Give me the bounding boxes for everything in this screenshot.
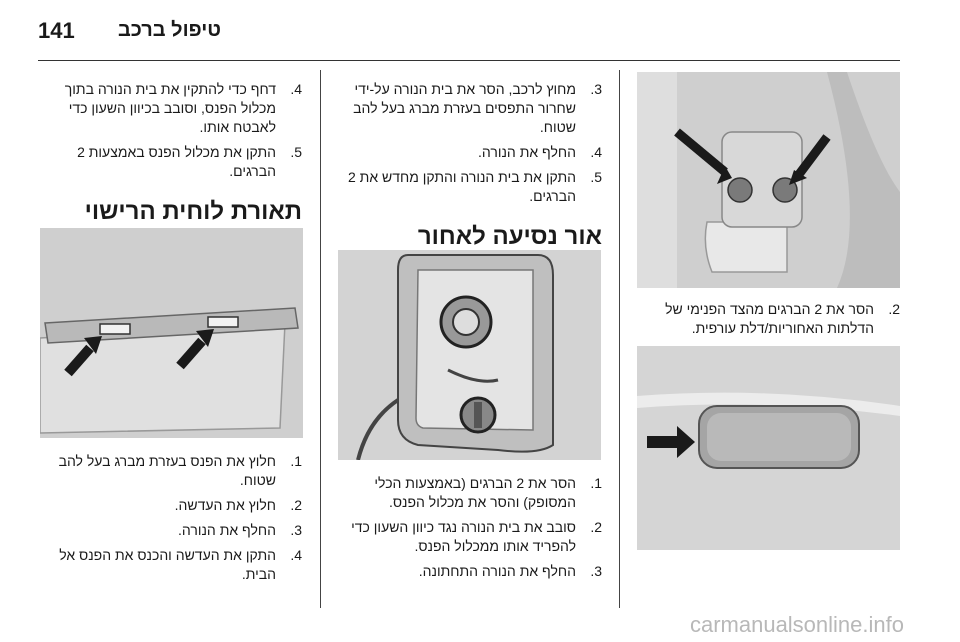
step-number: .5 <box>290 144 302 160</box>
list-item: .2 הסר את 2 הברגים מהצד הפנימי של הדלתות… <box>637 300 900 338</box>
step-number: .4 <box>290 547 302 563</box>
step-number: .2 <box>888 301 900 317</box>
step-text: דחף כדי להתקין את בית הנורה בתוך מכלול ה… <box>64 81 276 135</box>
list-item: .1 הסר את 2 הברגים (באמצעות הכלי המסופק)… <box>336 474 602 512</box>
figure-door-screws <box>637 72 900 288</box>
step-text: החלף את הנורה התחתונה. <box>418 563 576 579</box>
step-text: התקן את בית הנורה והתקן מחדש את 2 הברגים… <box>347 169 576 204</box>
step-text: החלף את הנורה. <box>478 144 576 160</box>
step-text: הסר את 2 הברגים (באמצעות הכלי המסופק) וה… <box>374 475 576 510</box>
figure-door-lamp <box>637 346 900 550</box>
step-number: .3 <box>290 522 302 538</box>
right-column-text: .2 הסר את 2 הברגים מהצד הפנימי של הדלתות… <box>637 300 900 344</box>
step-number: .1 <box>290 453 302 469</box>
list-item: .4 התקן את העדשה והכנס את הפנס אל הבית. <box>38 546 302 584</box>
section-title: טיפול ברכב <box>118 19 222 41</box>
section-heading: אור נסיעה לאחור <box>417 223 602 250</box>
page-number: 141 <box>38 18 75 43</box>
list-item: .3 החלף את הנורה. <box>38 521 302 540</box>
left-column-text-top: .4 דחף כדי להתקין את בית הנורה בתוך מכלו… <box>38 80 302 243</box>
watermark: carmanualsonline.info <box>689 612 904 637</box>
list-item: .2 סובב את בית הנורה נגד כיוון השעון כדי… <box>336 518 602 556</box>
step-number: .3 <box>590 563 602 579</box>
step-text: סובב את בית הנורה נגד כיוון השעון כדי לה… <box>351 519 576 554</box>
column-divider <box>320 70 321 608</box>
step-text: הסר את 2 הברגים מהצד הפנימי של הדלתות הא… <box>665 301 874 336</box>
section-heading: תאורת לוחית הרישוי <box>84 198 302 225</box>
step-number: .2 <box>290 497 302 513</box>
list-item: .1 חלוץ את הפנס בעזרת מברג בעל להב שטוח. <box>38 452 302 490</box>
list-item: .5 התקן את מכלול הפנס באמצעות 2 הברגים. <box>38 143 302 181</box>
step-number: .4 <box>590 144 602 160</box>
step-text: חלוץ את העדשה. <box>174 497 276 513</box>
figure-license-plate-lamp <box>40 228 303 438</box>
list-item: .3 החלף את הנורה התחתונה. <box>336 562 602 581</box>
figure-reversing-lamp <box>338 250 601 460</box>
list-item: .5 התקן את בית הנורה והתקן מחדש את 2 הבר… <box>336 168 602 206</box>
middle-column-text-bottom: .1 הסר את 2 הברגים (באמצעות הכלי המסופק)… <box>336 474 602 587</box>
step-text: מחוץ לרכב, הסר את בית הנורה על-ידי שחרור… <box>353 81 576 135</box>
left-column-text-bottom: .1 חלוץ את הפנס בעזרת מברג בעל להב שטוח.… <box>38 452 302 590</box>
step-text: החלף את הנורה. <box>178 522 276 538</box>
list-item: .4 דחף כדי להתקין את בית הנורה בתוך מכלו… <box>38 80 302 137</box>
column-divider <box>619 70 620 608</box>
step-text: התקן את מכלול הפנס באמצעות 2 הברגים. <box>77 144 276 179</box>
step-text: התקן את העדשה והכנס את הפנס אל הבית. <box>59 547 276 582</box>
step-number: .1 <box>590 475 602 491</box>
step-number: .5 <box>590 169 602 185</box>
list-item: .4 החלף את הנורה. <box>336 143 602 162</box>
step-number: .4 <box>290 81 302 97</box>
step-text: חלוץ את הפנס בעזרת מברג בעל להב שטוח. <box>58 453 276 488</box>
middle-column-text-top: .3 מחוץ לרכב, הסר את בית הנורה על-ידי שח… <box>336 80 602 268</box>
step-number: .2 <box>590 519 602 535</box>
list-item: .3 מחוץ לרכב, הסר את בית הנורה על-ידי שח… <box>336 80 602 137</box>
step-number: .3 <box>590 81 602 97</box>
header-rule <box>38 60 900 61</box>
list-item: .2 חלוץ את העדשה. <box>38 496 302 515</box>
